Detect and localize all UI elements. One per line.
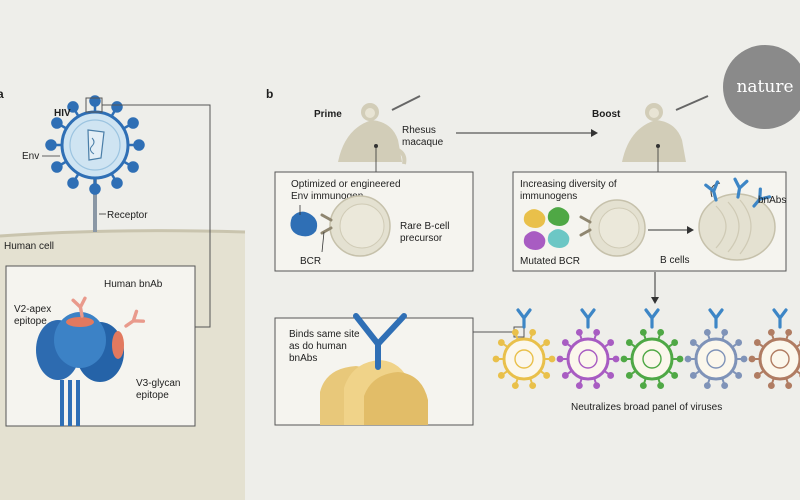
- boost-box-title: Increasing diversity of immunogens: [520, 179, 620, 202]
- macaque-boost: [622, 95, 709, 172]
- b-cells-label: B cells: [660, 255, 689, 266]
- env-label: Env: [22, 151, 39, 162]
- env-trimer: [36, 312, 124, 426]
- virion-matrix: [69, 119, 121, 171]
- mutated-bcr-label: Mutated BCR: [520, 256, 580, 267]
- syringe-prime: [391, 95, 421, 111]
- prime-to-boost-arrowhead: [591, 129, 598, 137]
- bcr-label: BCR: [300, 256, 321, 267]
- bound-antibody: [516, 308, 532, 329]
- zoom-connector: [102, 104, 211, 328]
- bound-trimer: [320, 360, 428, 425]
- neutralized-virus: [748, 308, 800, 390]
- prime-box-title: Optimized or engineered Env immunogen: [291, 179, 403, 202]
- env-immunogen: [290, 211, 318, 237]
- bnab-label: Human bnAb: [104, 279, 163, 290]
- binding-box-text: Binds same site as do human bnAbs: [289, 329, 362, 364]
- neutralizes-label: Neutralizes broad panel of viruses: [571, 402, 722, 413]
- bound-antibody: [580, 308, 596, 329]
- v2-apex-epitope: [66, 317, 94, 327]
- env-spike-head: [45, 139, 57, 151]
- prime-label: Prime: [314, 109, 342, 120]
- env-spike-head: [51, 117, 63, 129]
- env-spike-head: [127, 161, 139, 173]
- cell-membrane: [0, 229, 246, 238]
- human-cell-label: Human cell: [4, 241, 54, 252]
- hiv-virion: [45, 95, 145, 195]
- syringe-boost: [675, 95, 709, 111]
- env-spike-head: [67, 101, 79, 113]
- bnabs-label: bnAbs: [758, 195, 786, 206]
- diverse-immunogens: [523, 207, 570, 250]
- neutralized-virus: [492, 308, 556, 390]
- v2-epitope-label: V2-apex epitope: [14, 304, 54, 327]
- env-spike-head: [51, 161, 63, 173]
- v3-epitope-label: V3-glycan epitope: [136, 378, 183, 401]
- neutralized-virus: [620, 308, 684, 390]
- env-spike-head: [133, 139, 145, 151]
- neutralized-virus: [556, 308, 620, 390]
- panel-a-letter: a: [0, 87, 4, 101]
- virion-capsid: [87, 129, 105, 161]
- panel-b-letter: b: [266, 87, 273, 101]
- macaque-prime: [338, 95, 421, 172]
- neutralized-virus: [684, 308, 748, 390]
- neutralized-virus-panel: [492, 308, 800, 390]
- hiv-label: HIV: [54, 108, 71, 119]
- env-spike-head: [111, 177, 123, 189]
- bcr-leader: [321, 231, 325, 253]
- mutated-bcr: [579, 215, 592, 237]
- v3-glycan-epitope: [112, 331, 124, 359]
- env-spike-head: [111, 101, 123, 113]
- viral-rna: [89, 137, 95, 155]
- env-spike-head: [127, 117, 139, 129]
- env-spike-head: [67, 177, 79, 189]
- nature-logo-text: nature: [736, 77, 793, 97]
- bound-antibody: [708, 308, 724, 329]
- env-spike-head: [89, 95, 101, 107]
- receptor-label: Receptor: [107, 210, 148, 221]
- env-spike-head: [89, 183, 101, 195]
- bound-antibody: [772, 308, 788, 329]
- bound-antibody: [644, 308, 660, 329]
- boost-label: Boost: [592, 109, 621, 120]
- env-spikes: [45, 95, 145, 195]
- precursor-label: Rare B-cell precursor: [400, 221, 452, 244]
- nature-logo: [723, 45, 800, 129]
- bcr: [320, 213, 333, 235]
- bound-bnab: [353, 313, 407, 370]
- macaque-label: Rhesus macaque: [402, 125, 444, 148]
